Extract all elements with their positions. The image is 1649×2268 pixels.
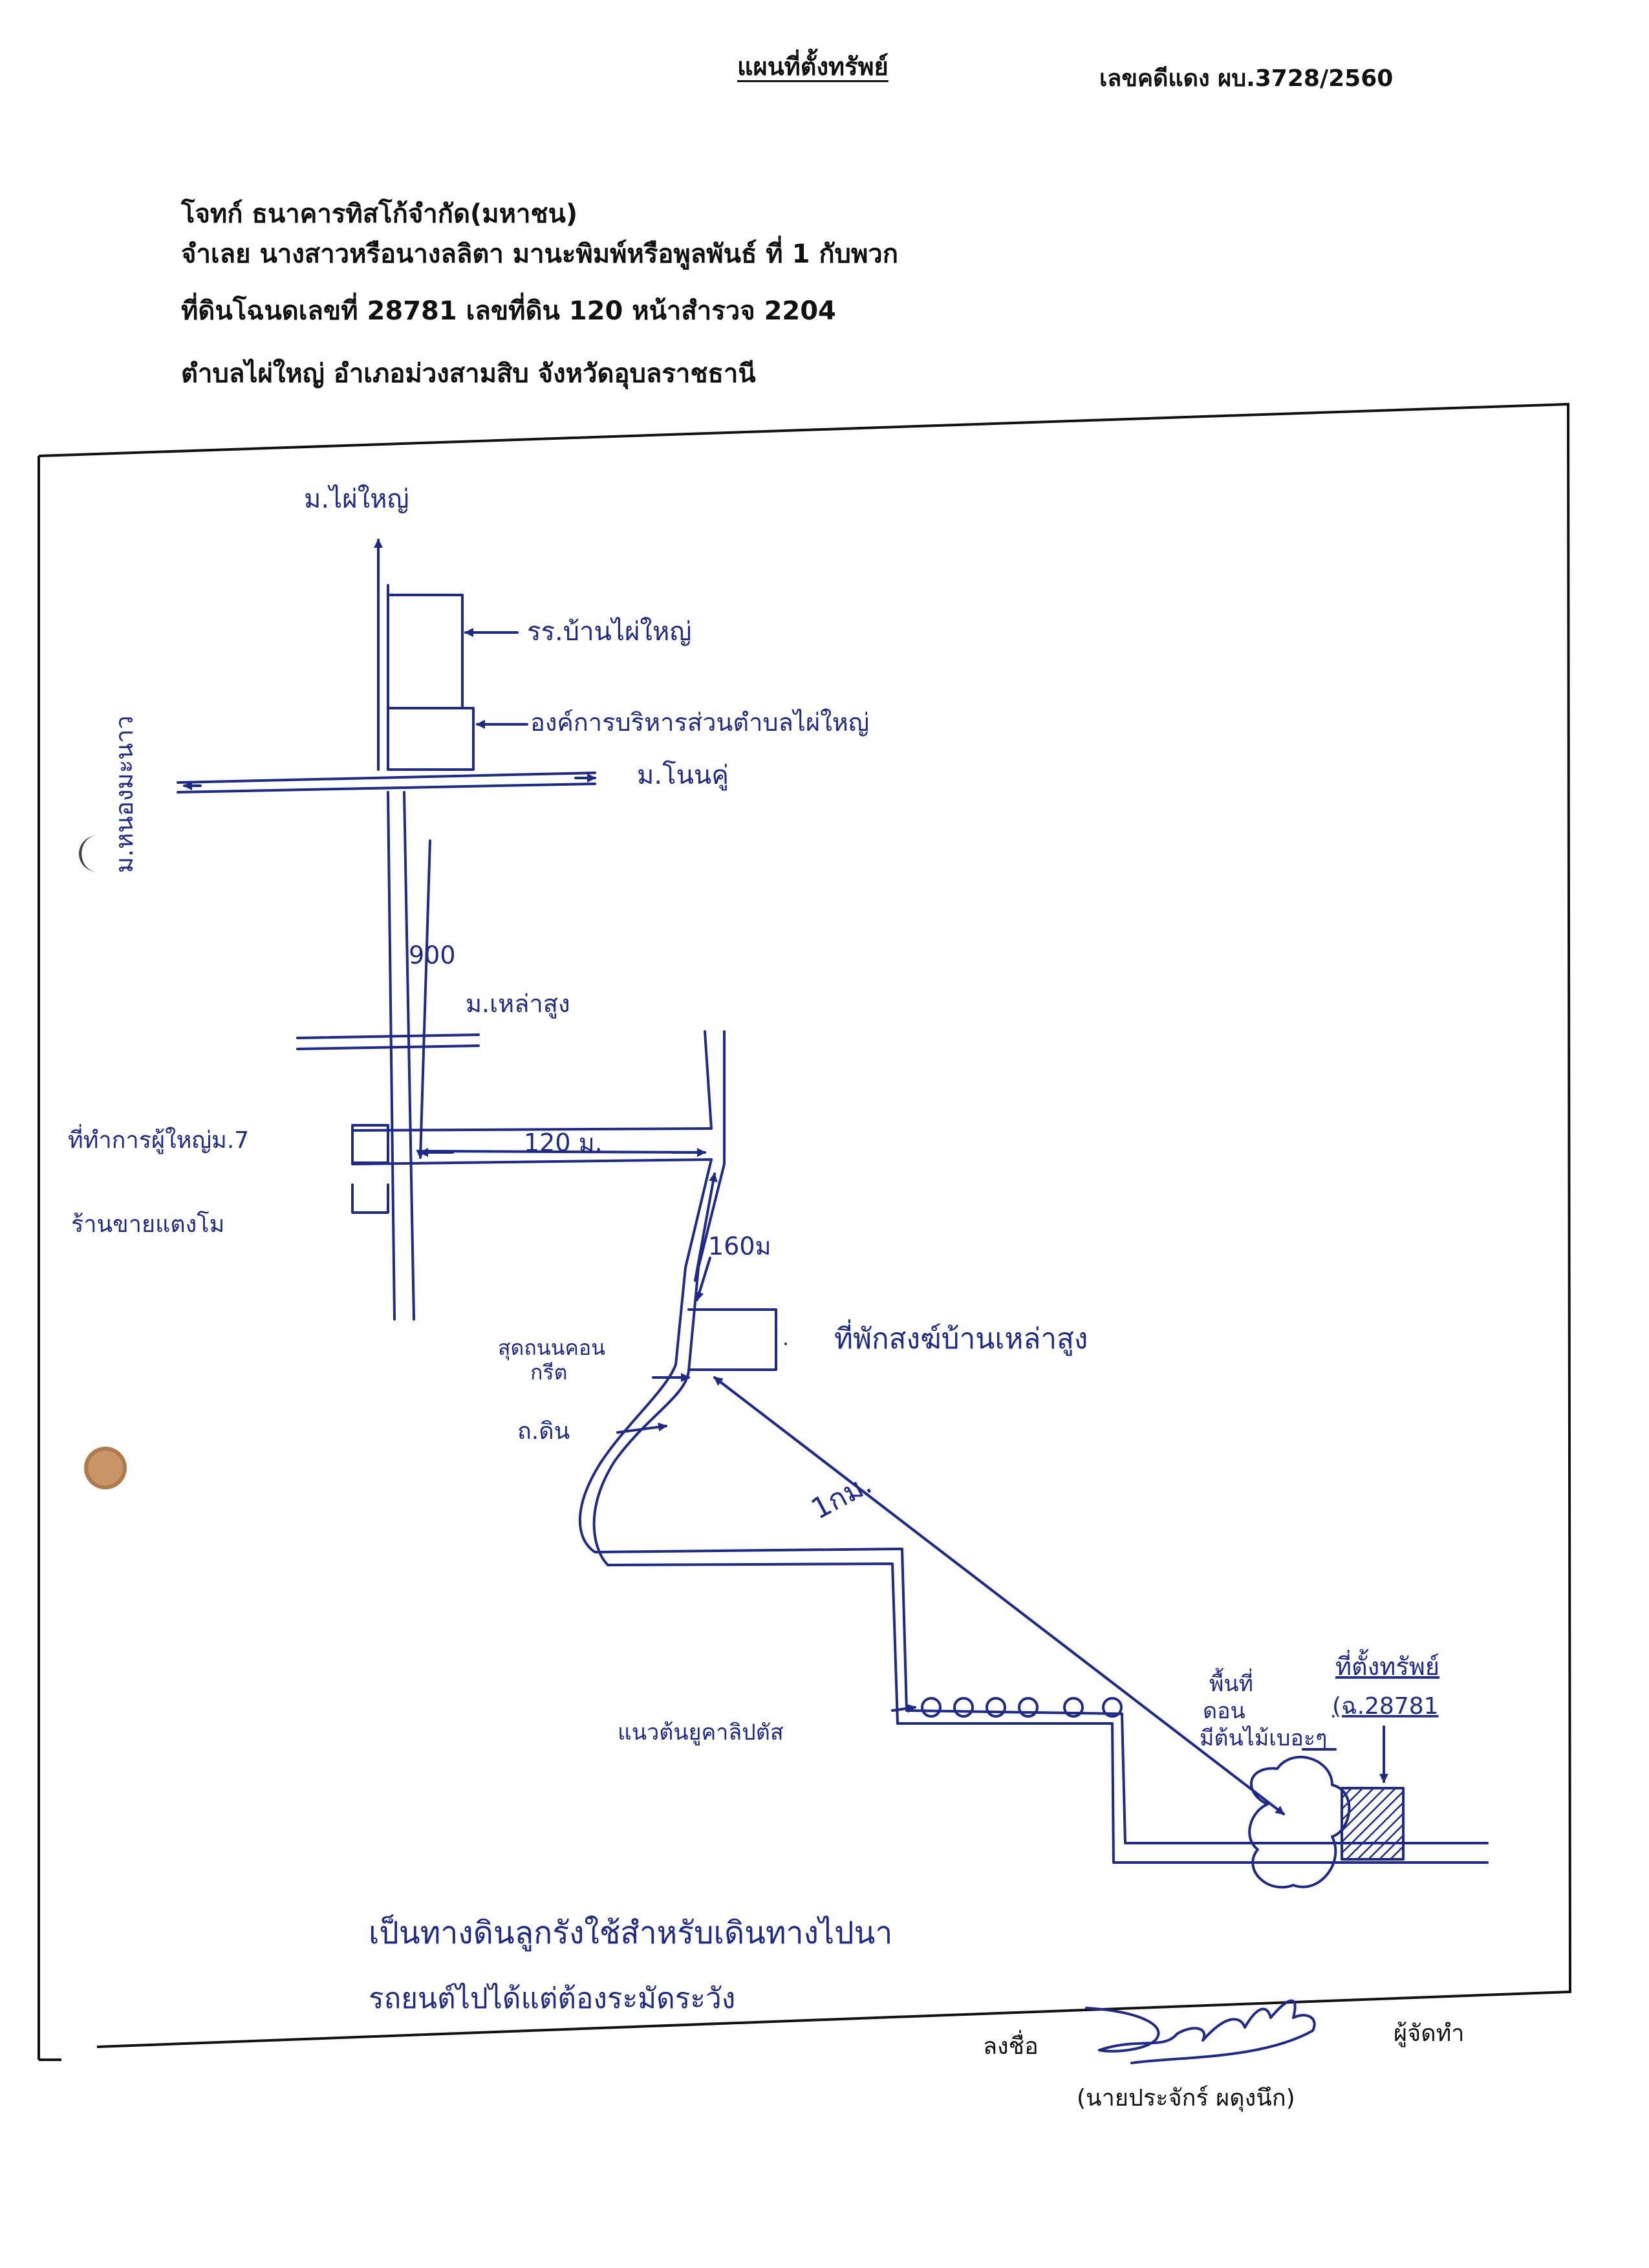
label-headman-office: ที่ทำการผู้ใหญ่ม.7 <box>68 1124 249 1154</box>
label-village-laosung: ม.เหล่าสูง <box>466 989 570 1019</box>
road-curve <box>578 1030 726 1566</box>
road-east-branch <box>351 1127 713 1165</box>
upland-line3: มีต้นไม้เบอะๆ <box>1200 1725 1327 1751</box>
school-block <box>387 594 464 709</box>
label-tao-office: องค์การบริหารส่วนตำบลไผ่ใหญ่ <box>530 708 869 737</box>
shop-block <box>351 1183 389 1214</box>
road-end-line2: กรีต <box>530 1360 567 1385</box>
eucalyptus-row <box>921 1697 1123 1718</box>
label-distance-160: 160ม <box>708 1232 771 1260</box>
label-village-west: ม.หนองมะนาว <box>110 715 138 873</box>
punch-hole-top <box>79 836 97 872</box>
label-note-line1: เป็นทางดินลูกรังใช้สำหรับเดินทางไปนา <box>369 1914 892 1952</box>
sign-label: ลงชื่อ <box>983 2033 1039 2060</box>
label-road-end-concrete: สุดถนนคอน กรีต <box>498 1335 612 1385</box>
label-property-site: ที่ตั้งทรัพย์ <box>1335 1648 1439 1681</box>
headman-office-block <box>351 1124 389 1164</box>
defendant-line: จำเลย นางสาวหรือนางลลิตา มานะพิมพ์หรือพู… <box>181 239 898 269</box>
label-deed-number: (ฉ.28781 <box>1332 1693 1439 1720</box>
document-title: แผนที่ตั้งทรัพย์ <box>737 52 889 81</box>
label-dirt-road: ถ.ดิน <box>517 1418 570 1445</box>
upland-line2: ดอน <box>1203 1698 1245 1724</box>
road-end-line1: สุดถนนคอน <box>498 1335 605 1361</box>
label-note-line2: รถยนต์ไปได้แต่ต้องระมัดระวัง <box>369 1982 735 2015</box>
label-monk-residence: ที่พักสงฆ์บ้านเหล่าสูง <box>834 1319 1088 1356</box>
monk-residence-block <box>687 1308 777 1371</box>
property-parcel <box>1341 1787 1405 1861</box>
map-frame <box>38 402 1572 2061</box>
label-village-east: ม.โนนคู่ <box>637 761 729 790</box>
signature-scribble <box>1085 1999 1316 2064</box>
signer-name: (นายประจักร์ ผดุงนึก) <box>1077 2085 1295 2111</box>
road-laosung <box>296 1033 480 1050</box>
tao-block <box>387 707 475 771</box>
land-title-line: ที่ดินโฉนดเลขที่ 28781 เลขที่ดิน 120 หน้… <box>181 296 836 326</box>
plaintiff-line: โจทก์ ธนาคารทิสโก้จำกัด(มหาชน) <box>181 199 578 229</box>
location-line: ตำบลไผ่ใหญ่ อำเภอม่วงสามสิบ จังหวัดอุบลร… <box>181 359 756 389</box>
label-shop: ร้านขายแตงโม <box>71 1211 224 1238</box>
upland-trees <box>1248 1756 1351 1889</box>
role-label: ผู้จัดทำ <box>1394 2020 1465 2047</box>
label-distance-900: 900 <box>409 941 456 969</box>
label-eucalyptus-row: แนวต้นยูคาลิปตัส <box>618 1720 784 1745</box>
road-north <box>377 548 389 771</box>
road-east-west <box>177 772 596 794</box>
upland-line1: พื้นที่ <box>1209 1668 1253 1697</box>
label-school: รร.บ้านไผ่ใหญ่ <box>527 616 691 647</box>
label-distance-120: 120 ม. <box>524 1129 603 1157</box>
road-main-south <box>387 791 415 1321</box>
road-south-to-site <box>594 1548 1489 1864</box>
label-village-north: ม.ไผ่ใหญ่ <box>304 484 409 514</box>
case-number: เลขคดีแดง ผบ.3728/2560 <box>1099 65 1394 92</box>
label-upland-area: พื้นที่ ดอน มีต้นไม้เบอะๆ <box>1200 1668 1327 1751</box>
